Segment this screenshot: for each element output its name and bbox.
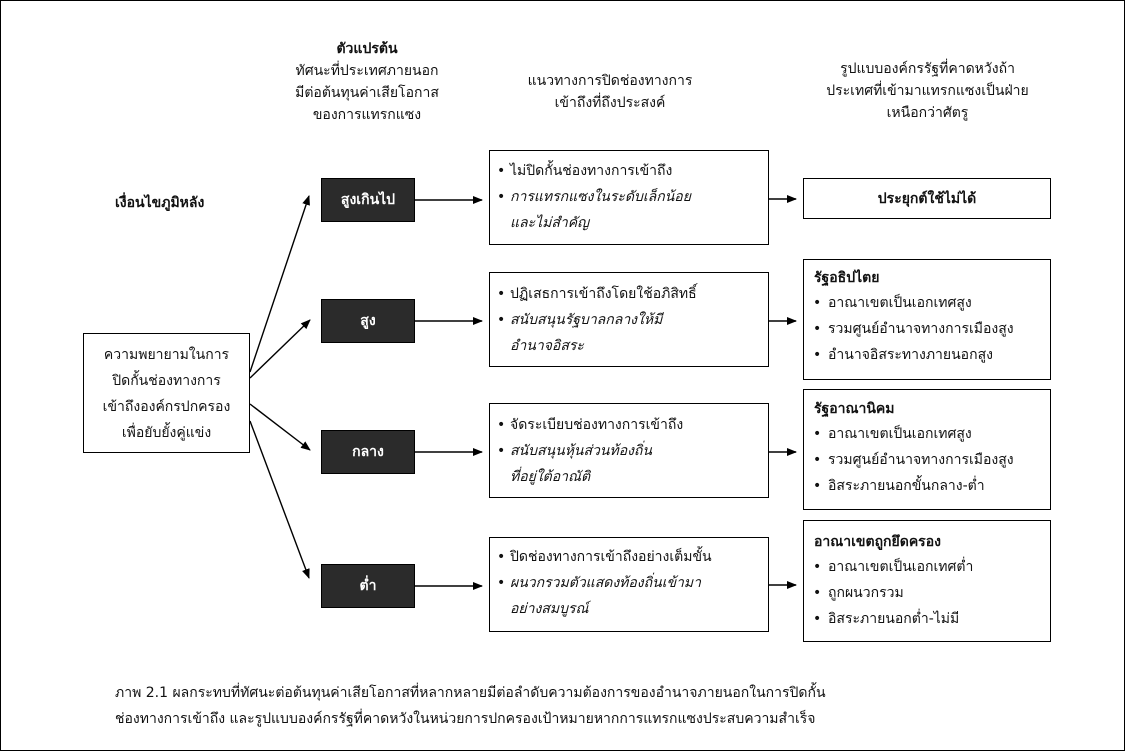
arrow-source-to-high <box>249 319 311 379</box>
header-col3-line: เหนือกว่าศัตรู <box>886 105 969 121</box>
caption-line: ภาพ 2.1 ผลกระทบที่ทัศนะต่อต้นทุนค่าเสียโ… <box>115 685 826 701</box>
level-box-high: สูง <box>321 299 415 343</box>
level-box-low: ต่ำ <box>321 564 415 608</box>
result-title: อาณาเขตถูกยึดครอง <box>814 534 941 550</box>
result-item: อาณาเขตเป็นเอกเทศต่ำ <box>804 554 1050 580</box>
header-col3-line: ประเทศที่เข้ามาแทรกแซงเป็นฝ่าย <box>826 83 1029 99</box>
result-box-occupied-territory: อาณาเขตถูกยึดครอง อาณาเขตเป็นเอกเทศต่ำ ถ… <box>803 520 1051 642</box>
header-col3-line: รูปแบบองค์กรรัฐที่คาดหวังถ้า <box>840 61 1015 77</box>
header-col2-line: เข้าถึงที่ถึงประสงค์ <box>554 95 666 111</box>
source-box: ความพยายามในการ ปิดกั้นช่องทางการ เข้าถึ… <box>83 333 250 453</box>
result-item: อำนาจอิสระทางภายนอกสูง <box>804 342 1050 368</box>
result-title: รัฐอธิปไตย <box>814 270 880 286</box>
approach-item: ปิดช่องทางการเข้าถึงอย่างเต็มขั้น <box>490 544 768 570</box>
approach-item: จัดระเบียบช่องทางการเข้าถึง <box>490 412 768 438</box>
arrow-source-to-medium <box>249 403 311 451</box>
approach-box-low: ปิดช่องทางการเข้าถึงอย่างเต็มขั้น ผนวกรว… <box>489 537 769 632</box>
source-box-line: เพื่อยับยั้งคู่แข่ง <box>121 425 212 441</box>
header-approach: แนวทางการปิดช่องทางการ เข้าถึงที่ถึงประส… <box>490 70 730 114</box>
level-box-medium: กลาง <box>321 430 415 474</box>
arrow-source-to-low <box>249 420 310 579</box>
caption-line: ช่องทางการเข้าถึง และรูปแบบองค์กรรัฐที่ค… <box>115 711 816 727</box>
header-col2-line: แนวทางการปิดช่องทางการ <box>527 73 693 89</box>
approach-item: ไม่ปิดกั้นช่องทางการเข้าถึง <box>490 158 768 184</box>
arrow-source-to-very-high <box>249 195 310 373</box>
result-box-sovereign-state: รัฐอธิปไตย อาณาเขตเป็นเอกเทศสูง รวมศูนย์… <box>803 259 1051 380</box>
result-title: ประยุกต์ใช้ไม่ได้ <box>877 190 977 207</box>
result-box-colonial-state: รัฐอาณานิคม อาณาเขตเป็นเอกเทศสูง รวมศูนย… <box>803 389 1051 510</box>
approach-item: สนับสนุนหุ้นส่วนท้องถิ่นที่อยู่ใต้อาณัติ <box>490 438 768 490</box>
header-state-form: รูปแบบองค์กรรัฐที่คาดหวังถ้า ประเทศที่เข… <box>795 58 1060 124</box>
result-item: รวมศูนย์อำนาจทางการเมืองสูง <box>804 447 1050 473</box>
source-box-line: ความพยายามในการ <box>103 347 230 363</box>
approach-item: ปฏิเสธการเข้าถึงโดยใช้อภิสิทธิ์ <box>490 281 768 307</box>
result-item: อาณาเขตเป็นเอกเทศสูง <box>804 421 1050 447</box>
approach-box-medium: จัดระเบียบช่องทางการเข้าถึง สนับสนุนหุ้น… <box>489 403 769 498</box>
level-box-very-high: สูงเกินไป <box>321 178 415 222</box>
result-title: รัฐอาณานิคม <box>814 401 895 417</box>
header-col1-line: ของการแทรกแซง <box>312 107 422 123</box>
header-independent-variable: ตัวแปรต้น ทัศนะที่ประเทศภายนอก มีต่อต้นท… <box>262 38 472 126</box>
approach-item: สนับสนุนรัฐบาลกลางให้มีอำนาจอิสระ <box>490 307 768 359</box>
source-box-line: ปิดกั้นช่องทางการ <box>112 373 221 389</box>
header-col1-line: มีต่อต้นทุนค่าเสียโอกาส <box>295 85 439 101</box>
result-item: อิสระภายนอกขั้นกลาง-ต่ำ <box>804 473 1050 499</box>
figure-caption: ภาพ 2.1 ผลกระทบที่ทัศนะต่อต้นทุนค่าเสียโ… <box>115 680 1075 732</box>
header-col1-line: ทัศนะที่ประเทศภายนอก <box>295 63 439 79</box>
result-item: อาณาเขตเป็นเอกเทศสูง <box>804 290 1050 316</box>
header-col1-bold: ตัวแปรต้น <box>336 41 398 57</box>
result-item: รวมศูนย์อำนาจทางการเมืองสูง <box>804 316 1050 342</box>
result-item: ถูกผนวกรวม <box>804 580 1050 606</box>
source-box-line: เข้าถึงองค์กรปกครอง <box>102 399 231 415</box>
result-box-not-applicable: ประยุกต์ใช้ไม่ได้ <box>803 178 1051 219</box>
background-label: เงื่อนไขภูมิหลัง <box>115 195 205 211</box>
approach-box-high: ปฏิเสธการเข้าถึงโดยใช้อภิสิทธิ์ สนับสนุน… <box>489 272 769 367</box>
result-item: อิสระภายนอกต่ำ-ไม่มี <box>804 606 1050 632</box>
approach-box-very-high: ไม่ปิดกั้นช่องทางการเข้าถึง การแทรกแซงใน… <box>489 150 769 245</box>
